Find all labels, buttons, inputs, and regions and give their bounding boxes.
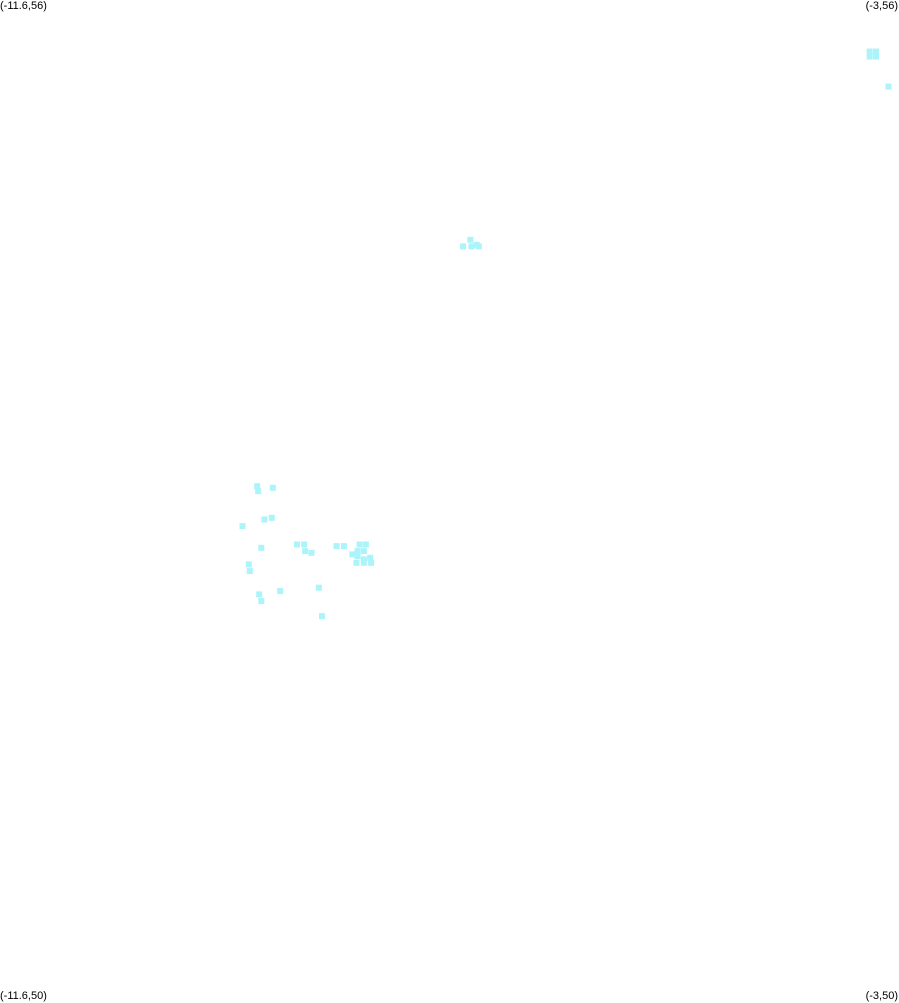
data-point [302,548,309,555]
data-point [333,543,340,550]
corner-label-top-left: (-11.6,56) [0,0,47,12]
data-point [866,53,873,60]
data-point [301,541,308,548]
data-point [866,48,873,55]
data-point [239,523,246,530]
data-point [467,236,474,243]
data-point [349,551,356,558]
data-point [354,548,361,555]
data-point [340,543,347,550]
data-point [360,548,367,555]
data-point [460,243,467,250]
corner-label-top-right: (-3,56) [865,0,898,12]
data-point [360,556,367,563]
data-point [356,541,363,548]
data-point [254,483,261,490]
data-point [353,559,360,566]
data-point [468,243,475,250]
data-point [475,243,482,250]
data-point [354,553,361,560]
data-point [277,588,284,595]
data-point [261,516,268,523]
data-point [255,488,262,495]
data-point [258,598,265,605]
data-point [245,561,252,568]
data-point [885,83,892,90]
data-point [319,613,325,620]
data-point [360,559,367,566]
data-point [268,514,275,521]
data-point [367,554,374,561]
data-point [873,48,879,55]
data-point [308,549,315,556]
data-point [368,559,375,566]
corner-label-bottom-right: (-3,50) [865,990,898,1002]
points-layer [239,48,892,620]
data-point [293,541,300,548]
data-point [315,584,322,591]
data-point [873,53,879,60]
data-point [362,541,369,548]
data-point [258,544,265,551]
data-point [256,591,263,598]
data-point [246,568,253,575]
corner-label-bottom-left: (-11.6,50) [0,990,47,1002]
data-point [269,484,276,491]
